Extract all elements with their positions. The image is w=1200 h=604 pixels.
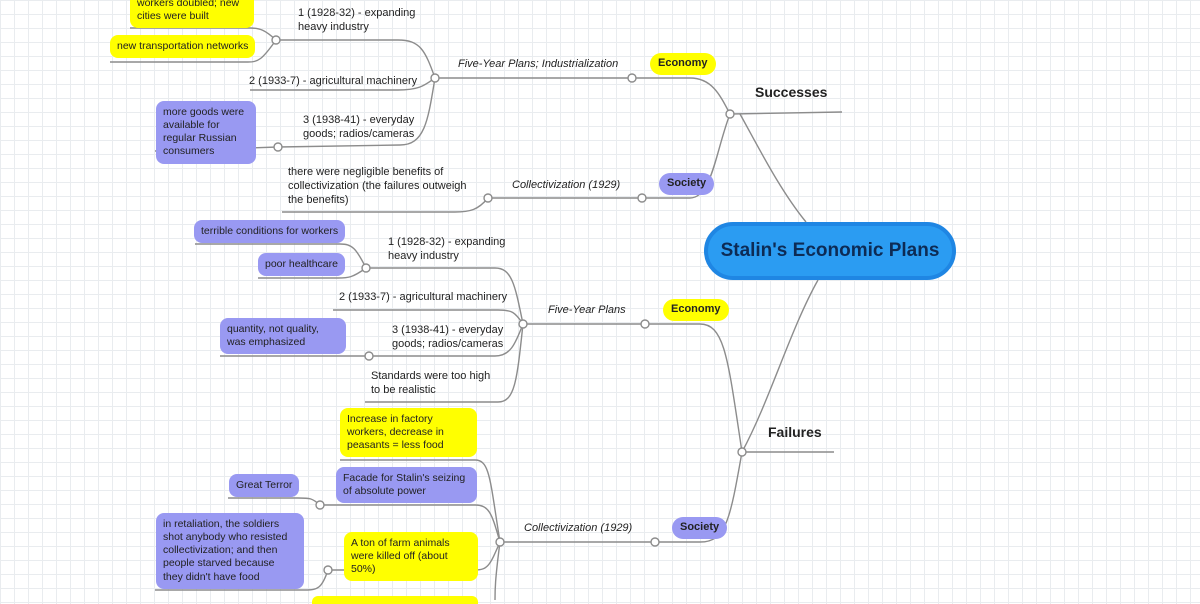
- successes-plan1-note-1[interactable]: workers doubled; new cities were built: [130, 0, 254, 29]
- successes-plan3-note[interactable]: more goods were available for regular Ru…: [156, 101, 256, 164]
- failures-standards[interactable]: Standards were too high to be realistic: [371, 370, 491, 396]
- failures-society-item-2[interactable]: Facade for Stalin's seizing of absolute …: [336, 467, 477, 504]
- root-topic[interactable]: Stalin's Economic Plans: [704, 222, 956, 280]
- branch-failures[interactable]: Failures: [768, 424, 822, 440]
- failures-plan1-note-2[interactable]: poor healthcare: [258, 253, 345, 277]
- successes-plan1[interactable]: 1 (1928-32) - expanding heavy industry: [298, 7, 416, 33]
- successes-society-topic[interactable]: Collectivization (1929): [512, 179, 621, 191]
- failures-plan2[interactable]: 2 (1933-7) - agricultural machinery: [339, 291, 508, 303]
- successes-plan2[interactable]: 2 (1933-7) - agricultural machinery: [249, 75, 418, 87]
- failures-society-item-4-partial[interactable]: [312, 596, 478, 604]
- failures-society-item-2-note[interactable]: Great Terror: [229, 474, 300, 498]
- failures-society-tag[interactable]: Society: [672, 517, 728, 539]
- failures-plan3-note[interactable]: quantity, not quality, was emphasized: [220, 318, 346, 355]
- failures-plan1-note-1[interactable]: terrible conditions for workers: [194, 220, 346, 244]
- successes-economy-tag[interactable]: Economy: [650, 53, 716, 75]
- successes-society-note[interactable]: there were negligible benefits of collec…: [288, 166, 467, 206]
- successes-economy-topic[interactable]: Five-Year Plans; Industrialization: [458, 58, 619, 70]
- failures-society-item-3-note[interactable]: in retaliation, the soldiers shot anybod…: [156, 513, 304, 589]
- failures-society-item-3[interactable]: A ton of farm animals were killed off (a…: [344, 532, 478, 582]
- failures-plan1[interactable]: 1 (1928-32) - expanding heavy industry: [388, 236, 506, 262]
- failures-society-item-1[interactable]: Increase in factory workers, decrease in…: [340, 408, 477, 458]
- successes-society-tag[interactable]: Society: [659, 173, 715, 195]
- branch-successes[interactable]: Successes: [755, 84, 828, 100]
- failures-society-topic[interactable]: Collectivization (1929): [524, 522, 633, 534]
- failures-economy-topic[interactable]: Five-Year Plans: [548, 304, 626, 316]
- successes-plan1-note-2[interactable]: new transportation networks: [110, 35, 256, 59]
- successes-plan3[interactable]: 3 (1938-41) - everyday goods; radios/cam…: [303, 114, 415, 140]
- failures-plan3[interactable]: 3 (1938-41) - everyday goods; radios/cam…: [392, 324, 504, 350]
- failures-economy-tag[interactable]: Economy: [663, 299, 729, 321]
